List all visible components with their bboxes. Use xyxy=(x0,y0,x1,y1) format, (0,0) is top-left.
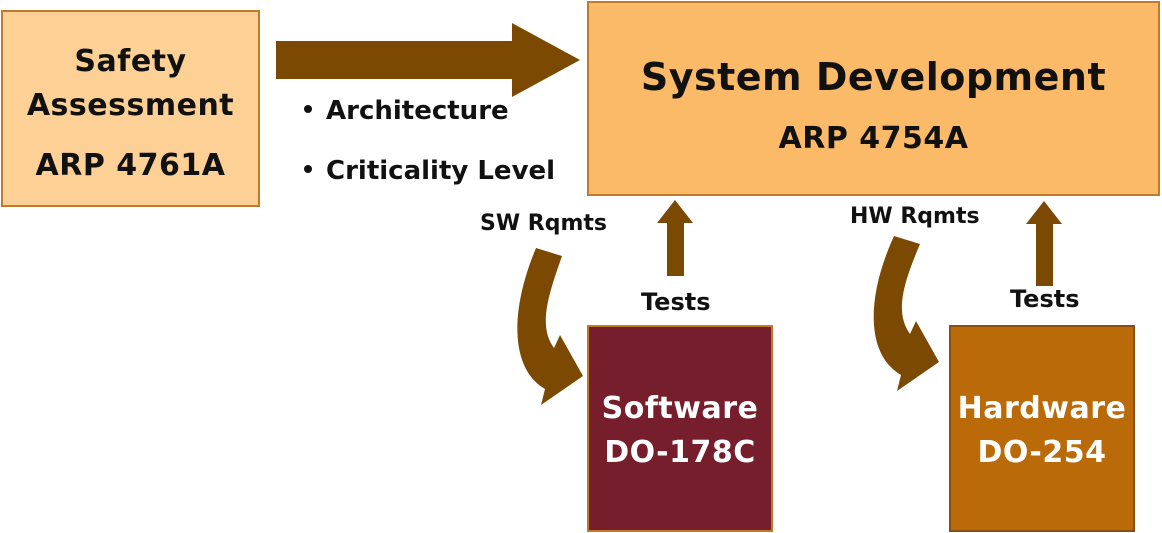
flow-item-label: Criticality Level xyxy=(326,156,556,186)
bullet-dot-icon xyxy=(304,104,312,113)
system-development-standard: ARP 4754A xyxy=(778,121,969,156)
flow-items-list: Architecture Criticality Level xyxy=(304,96,555,216)
system-development-box: System Development ARP 4754A xyxy=(587,1,1160,196)
sw-tests-arrow xyxy=(657,200,693,276)
hw-rqmts-arrow xyxy=(873,236,939,391)
bullet-dot-icon xyxy=(304,164,312,173)
hw-rqmts-label: HW Rqmts xyxy=(850,204,980,229)
safety-assessment-box: Safety Assessment ARP 4761A xyxy=(1,10,260,207)
software-box: Software DO-178C xyxy=(587,325,773,532)
software-standard: DO-178C xyxy=(604,435,756,470)
safety-standard: ARP 4761A xyxy=(35,148,226,183)
safety-to-system-arrow xyxy=(276,23,580,97)
system-development-title: System Development xyxy=(640,55,1107,99)
sw-rqmts-arrow xyxy=(517,248,583,405)
flow-item-label: Architecture xyxy=(326,96,509,126)
hw-tests-label: Tests xyxy=(1010,285,1080,313)
sw-rqmts-label: SW Rqmts xyxy=(480,211,607,236)
flow-item: Architecture xyxy=(304,96,555,126)
flow-item: Criticality Level xyxy=(304,156,555,186)
hardware-box: Hardware DO-254 xyxy=(949,325,1135,532)
software-title: Software xyxy=(601,391,759,426)
safety-line2: Assessment xyxy=(26,88,235,123)
hw-tests-arrow xyxy=(1026,201,1062,286)
safety-line1: Safety xyxy=(74,44,187,79)
sw-tests-label: Tests xyxy=(641,288,711,316)
hardware-title: Hardware xyxy=(957,391,1127,426)
hardware-standard: DO-254 xyxy=(977,435,1107,470)
